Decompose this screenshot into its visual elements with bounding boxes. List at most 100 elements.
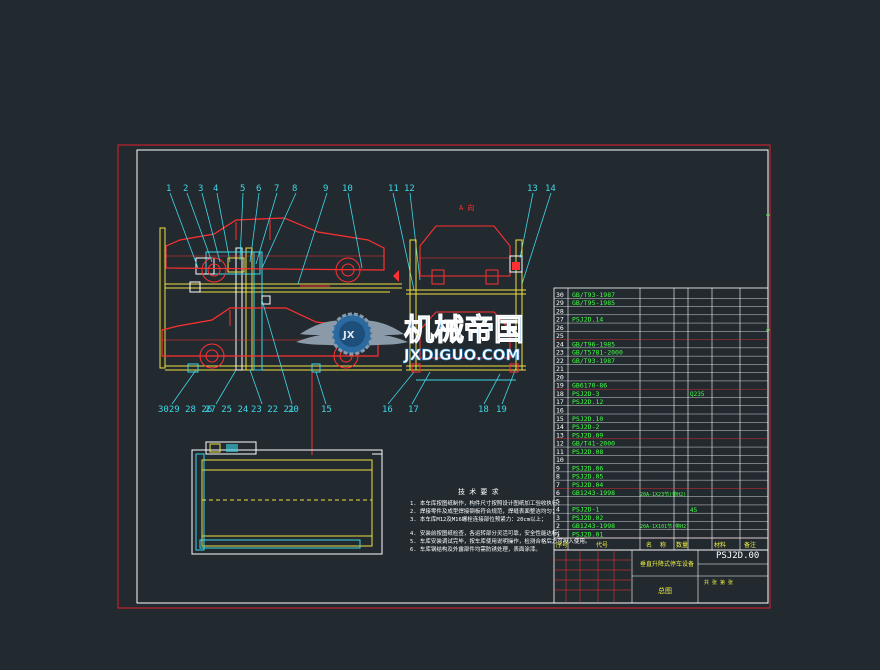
- bom-qty-45: 45: [690, 507, 698, 514]
- callout-10: 10: [342, 184, 353, 194]
- tech-line-1: 1. 本车库按图纸制作，构件尺寸按照设计图纸加工验收执行；: [410, 499, 563, 507]
- watermark-en: JXDIGUO.COM: [403, 346, 520, 364]
- callout-17: 17: [408, 405, 419, 415]
- bom-row-number: 9: [556, 464, 560, 472]
- bom-row-number: 22: [556, 357, 564, 365]
- watermark-badge: JX: [342, 330, 355, 341]
- tech-line-4: 4. 安装前按图纸检查，各运转部分灵活可靠，安全性能达标；: [410, 529, 563, 537]
- tech-line-3: 3. 本车库M12及M16螺栓连接部位预紧力：20cm以上；: [410, 515, 547, 523]
- bom-row-code: PSJ2D.02: [572, 514, 603, 522]
- bom-row-number: 16: [556, 407, 564, 415]
- callout-4: 4: [213, 184, 218, 194]
- callout-12: 12: [404, 184, 415, 194]
- bom-row-number: 6: [556, 489, 560, 497]
- bom-header-name-2: 称: [660, 541, 666, 549]
- bom-row-number: 14: [556, 423, 564, 431]
- tech-line-5: 5. 车库安装调试完毕，按车库使用说明操作，检测合格后方可投入使用。: [410, 537, 590, 545]
- bom-row-number: 17: [556, 398, 564, 406]
- bom-row-code: GB/T95-1985: [572, 299, 615, 307]
- bom-header-no: 序号: [556, 541, 568, 549]
- bom-row-number: 15: [556, 415, 564, 423]
- bom-row-number: 5: [556, 497, 560, 505]
- bom-row-number: 27: [556, 316, 564, 324]
- bom-row-code: GB/T96-1985: [572, 340, 615, 348]
- bom-row-code: PSJ2D.06: [572, 464, 603, 472]
- bom-row-number: 26: [556, 324, 564, 332]
- bom-row-number: 18: [556, 390, 564, 398]
- bom-row-number: 29: [556, 299, 564, 307]
- bom-row-code: GB/T5781-2000: [572, 349, 623, 357]
- tech-title: 技 术 要 求: [458, 487, 499, 496]
- callout-20: 20: [288, 405, 299, 415]
- callout-2: 2: [183, 184, 188, 194]
- bom-header-qty: 数量: [676, 541, 688, 549]
- title-block: PSJ2D.00 垂直升降式停车设备 总图 共 张 第 张: [553, 549, 769, 604]
- bom-row-code: GB/T93-1987: [572, 291, 615, 299]
- watermark-logo: JX 机械帝国 JXDIGUO.COM: [296, 312, 525, 364]
- bom-row-code: GB6170-86: [572, 382, 607, 390]
- drawing-number: PSJ2D.00: [716, 551, 759, 561]
- view-label-a: A 向: [459, 203, 474, 212]
- outer-frame: [117, 144, 771, 609]
- sheet-count: 共 张 第 张: [704, 579, 733, 586]
- bom-row-number: 24: [556, 340, 564, 348]
- bom-row-number: 8: [556, 473, 560, 481]
- bom-row-number: 13: [556, 431, 564, 439]
- bom-row-code: GB/T93-1987: [572, 357, 615, 365]
- callout-1: 1: [166, 184, 171, 194]
- bom-header-material: 材料: [714, 541, 726, 549]
- bom-row-code: PSJ2D.10: [572, 415, 603, 423]
- technical-requirements: 技 术 要 求 1. 本车库按图纸制作，构件尺寸按照设计图纸加工验收执行； 2.…: [410, 487, 590, 553]
- bom-row-code: PSJ2D.12: [572, 398, 603, 406]
- bom-row-number: 7: [556, 481, 560, 489]
- bom-row-code: PSJ2D.04: [572, 481, 603, 489]
- callout-6: 6: [256, 184, 261, 194]
- bom-row-code: PSJ2D-1: [572, 506, 599, 514]
- callout-group-27-24: 27 25 24: [205, 405, 248, 415]
- bom-row-number: 10: [556, 456, 564, 464]
- bom-row-code: GB1243-1998: [572, 489, 615, 497]
- front-elevation-view: [159, 217, 402, 455]
- bom-row-code: PSJ2D.09: [572, 431, 603, 439]
- callout-11: 11: [388, 184, 399, 194]
- plan-view: [191, 441, 383, 555]
- bom-row-code: GB1243-1998: [572, 522, 615, 530]
- callout-group-30-26: 3029 28 26: [158, 405, 212, 415]
- bom-row-code: PSJ2D.05: [572, 473, 603, 481]
- bom-row-number: 20: [556, 373, 564, 381]
- drawing-name: 垂直升降式停车设备: [640, 560, 694, 568]
- bom-header-name-1: 名: [646, 541, 652, 549]
- callout-18: 18: [478, 405, 489, 415]
- callout-19: 19: [496, 405, 507, 415]
- callout-group-23-21: 23 22 21: [251, 405, 294, 415]
- bom-row-number: 4: [556, 506, 560, 514]
- bom-row-code: PSJ2D.08: [572, 448, 603, 456]
- callout-16: 16: [382, 405, 393, 415]
- bom-row-code: PSJ2D-2: [572, 423, 599, 431]
- callout-3: 3: [198, 184, 203, 194]
- bom-row-number: 1: [556, 531, 560, 539]
- bom-row-number: 25: [556, 332, 564, 340]
- bom-row-number: 3: [556, 514, 560, 522]
- bom-chain-b: 20A-1X101节(带H2): [640, 524, 689, 530]
- leader-lines-bottom: [171, 299, 517, 405]
- bom-row-number: 2: [556, 522, 560, 530]
- watermark-cn: 机械帝国: [404, 313, 524, 348]
- callout-9: 9: [323, 184, 328, 194]
- callout-7: 7: [274, 184, 279, 194]
- tech-line-2: 2. 焊接零件及成型焊接钢板符合规范，焊缝表面整洁均匀；: [410, 507, 557, 515]
- callout-numbers-bottom: 3029 28 26 27 25 24 23 22 21 20 15 16 17…: [158, 405, 507, 415]
- bom-row-number: 12: [556, 440, 564, 448]
- side-view-a: [406, 225, 526, 381]
- tech-line-6: 6. 车库钢结构及外露部件均需防锈处理，表面涂漆。: [410, 545, 541, 553]
- bom-row-code: PSJ2D.14: [572, 316, 603, 324]
- callout-14: 14: [545, 184, 556, 194]
- bom-row-number: 28: [556, 307, 564, 315]
- bom-chain-a: 20A-1X23节(带H2): [640, 492, 686, 498]
- callout-13: 13: [527, 184, 538, 194]
- bom-row-number: 19: [556, 382, 564, 390]
- bom-row-number: 30: [556, 291, 564, 299]
